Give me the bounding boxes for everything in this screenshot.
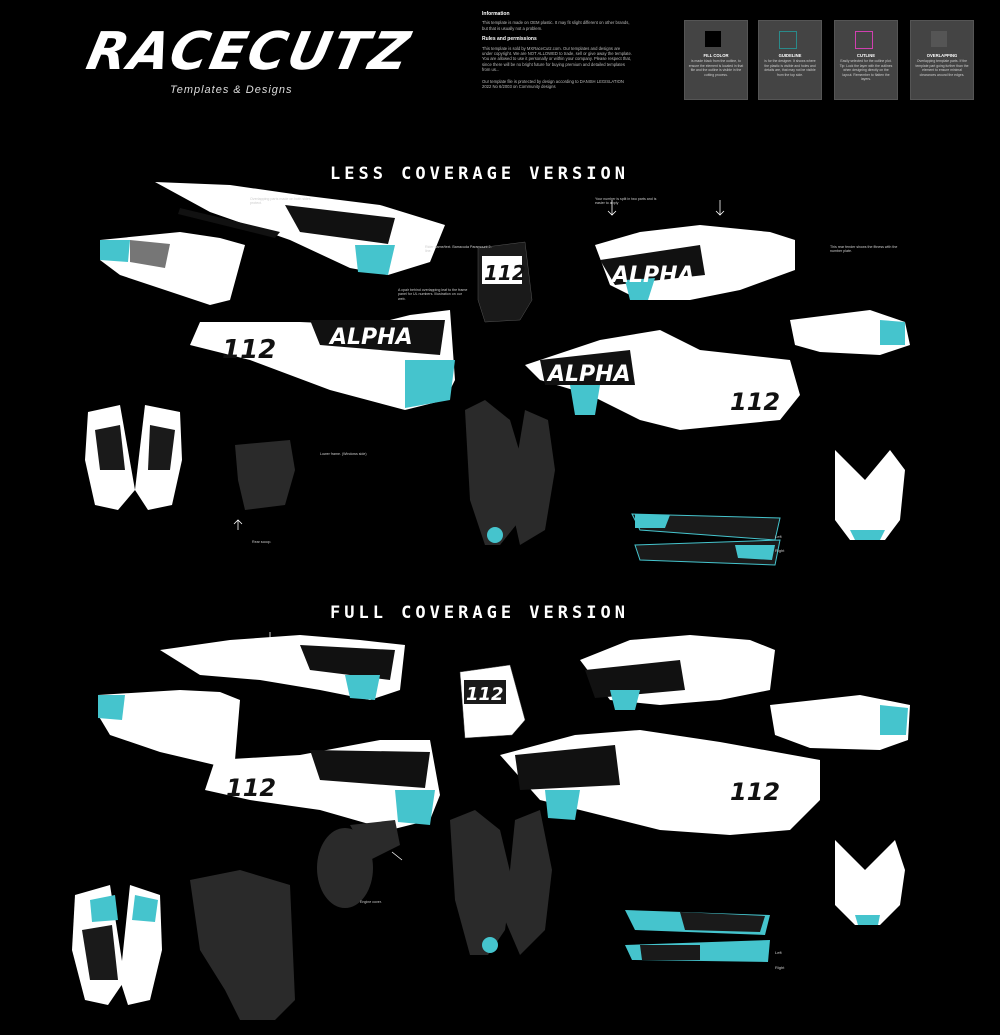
legend-desc: Overlapping template parts. If the templ… xyxy=(915,59,969,77)
note-rear-scoop: Rear scoop. xyxy=(252,540,272,544)
race-number: 112 xyxy=(222,335,276,365)
rear-plate-full xyxy=(190,870,295,1020)
note-lower-frame: Lower frame. (Windows side) xyxy=(320,452,367,456)
label-left-full: Left xyxy=(775,950,782,955)
rear-side-panel-right: ALPHA xyxy=(595,225,795,300)
radiator-shroud-left xyxy=(100,232,245,305)
svg-text:ALPHA: ALPHA xyxy=(546,362,631,387)
legend-desc: is made black from the outline, to ensur… xyxy=(688,59,744,77)
model-name-text: ALPHA xyxy=(328,325,413,350)
svg-text:112: 112 xyxy=(466,684,504,705)
legend-title: OVERLAPPING xyxy=(926,53,958,58)
label-left: Left xyxy=(775,534,782,539)
legend-desc: Easily selected for the cutline plot. Ti… xyxy=(839,59,893,81)
guideline-swatch xyxy=(779,31,797,49)
front-number-plate: 112 xyxy=(477,241,533,323)
section-title-full: FULL COVERAGE VERSION xyxy=(330,603,629,623)
label-right: Right xyxy=(775,548,785,553)
side-panel-right: ALPHA 112 xyxy=(525,330,800,430)
overlapping-swatch xyxy=(931,31,947,47)
note-engine-cover: Engine cover. xyxy=(360,900,382,904)
legend-fill-color: FILL COLOR is made black from the outlin… xyxy=(684,20,748,100)
legend-title: CUTLINE xyxy=(856,53,876,58)
radiator-shroud-right-full xyxy=(770,695,910,750)
fork-guards-full xyxy=(72,885,162,1005)
label-right-full: Right xyxy=(775,965,785,970)
info-text: This template is made on OEM plastic. It… xyxy=(482,20,630,31)
rear-side-panel-right-full xyxy=(580,635,775,710)
svg-text:112: 112 xyxy=(730,388,780,416)
note-number-split: Your number is split in two parts and is… xyxy=(595,197,657,206)
rear-fender-full xyxy=(835,840,905,925)
svg-text:112: 112 xyxy=(484,261,526,285)
legend-desc: is for the designer. It shows where the … xyxy=(764,59,816,77)
side-panel-left-full: 112 xyxy=(205,740,440,830)
rear-fender-less xyxy=(835,450,905,540)
info-block: Information This template is made on OEM… xyxy=(482,11,632,95)
rear-side-panel-left-full xyxy=(160,635,405,700)
radiator-shroud-left-full xyxy=(98,690,240,765)
front-number-plate-full: 112 xyxy=(459,664,526,739)
info-heading: Information xyxy=(482,11,510,17)
engine-cover-full xyxy=(317,820,400,908)
side-panel-left: 112 ALPHA xyxy=(190,310,455,410)
rear-plate-less xyxy=(235,440,295,510)
legend-title: GUIDELINE xyxy=(778,53,802,58)
cutline-swatch xyxy=(855,31,873,49)
rules-text-1: This template is sold by MXRaceCutz.com.… xyxy=(482,45,632,73)
legend-title: FILL COLOR xyxy=(703,53,729,58)
legend-guideline: GUIDELINE is for the designer. It shows … xyxy=(758,20,822,100)
rules-text-2: Our template file is protected by design… xyxy=(482,78,624,90)
svg-text:112: 112 xyxy=(226,774,276,802)
side-panel-right-full: 112 xyxy=(500,730,820,835)
legend-overlapping: OVERLAPPING Overlapping template parts. … xyxy=(910,20,974,100)
svg-text:ALPHA: ALPHA xyxy=(610,263,695,288)
note-number-plate: A cpair behind overlapping leaf to the f… xyxy=(398,288,468,301)
radiator-shroud-right xyxy=(790,310,910,355)
rules-heading: Rules and permissions xyxy=(482,36,537,43)
front-fender-less xyxy=(465,400,555,545)
note-overlap-less: Overlapping parts made on both sides pro… xyxy=(250,197,311,206)
legend-cutline: CUTLINE Easily selected for the cutline … xyxy=(834,20,898,100)
note-rider-name: Rider name/text. Barracuda Paramount 2-l… xyxy=(425,245,492,254)
note-rear-fender: This rear fender shows the fitness with … xyxy=(830,245,898,254)
racecutz-logo: RACECUTZ Templates & Designs xyxy=(70,22,420,102)
swingarm-decals-less xyxy=(631,513,781,566)
swingarm-decals-full xyxy=(625,910,770,962)
rear-side-panel-left xyxy=(155,182,445,275)
svg-text:112: 112 xyxy=(730,778,780,806)
fork-guards-less xyxy=(85,405,182,510)
fill-color-swatch xyxy=(705,31,721,47)
logo-tagline: Templates & Designs xyxy=(170,84,293,96)
section-title-less: LESS COVERAGE VERSION xyxy=(330,164,629,184)
front-fender-full xyxy=(450,810,552,955)
